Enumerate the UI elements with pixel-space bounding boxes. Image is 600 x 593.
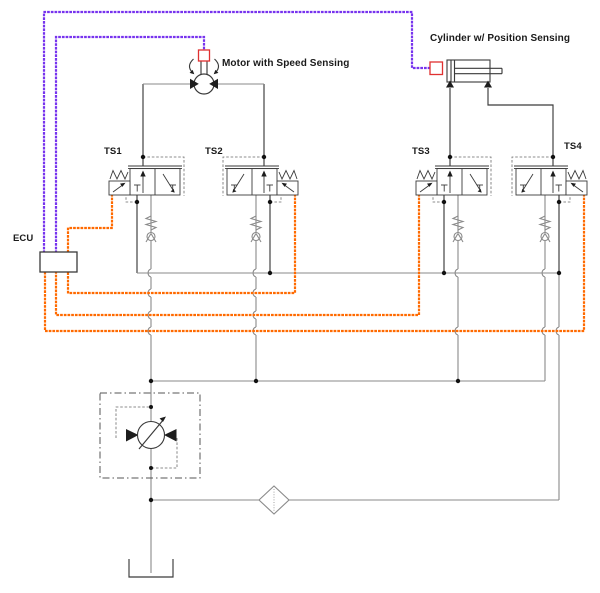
sensor-wires (42, 10, 431, 254)
cylinder-barrel (446, 59, 491, 83)
label-ts3: TS3 (412, 146, 430, 157)
variable-arrow-icon (138, 418, 165, 450)
flow-arrow-icon (126, 429, 139, 442)
label-ts4: TS4 (564, 141, 582, 152)
check-valves (145, 215, 551, 243)
label-cylinder: Cylinder w/ Position Sensing (430, 33, 571, 44)
rotation-arrow-left-icon (188, 58, 194, 73)
port-arrow-icon (446, 80, 454, 88)
ecu-control-wires (43, 193, 586, 333)
label-ts1: TS1 (104, 146, 122, 157)
valve-ts3 (415, 156, 492, 203)
label-motor: Motor with Speed Sensing (222, 58, 350, 69)
pump-enclosure (99, 392, 201, 479)
motor-assembly (188, 49, 220, 95)
wire-ecu-ts2 (66, 193, 297, 295)
label-ecu: ECU (13, 233, 34, 244)
label-ts2: TS2 (205, 146, 223, 157)
pump-assembly (99, 392, 201, 479)
filter-symbol (258, 485, 290, 515)
rotation-arrow-right-icon (214, 58, 220, 73)
flow-arrow-icon (164, 429, 177, 442)
valve-ts2 (222, 156, 299, 203)
wire-ecu-position-sensor (42, 10, 431, 254)
hydraulic-buses (137, 83, 559, 501)
ecu-block (39, 251, 78, 273)
wire-ecu-speed-sensor (54, 35, 206, 254)
flow-arrow-icon (190, 78, 199, 89)
wire-ecu-ts1 (66, 193, 114, 254)
valve-ts1 (108, 156, 185, 203)
flow-arrow-icon (209, 78, 218, 89)
valve-ts4 (511, 156, 588, 203)
wire-ecu-ts3 (54, 193, 421, 317)
wire-ecu-ts4 (43, 193, 586, 333)
cylinder-assembly (429, 59, 503, 88)
crossing-gaps (149, 269, 561, 335)
tank-symbol (128, 559, 174, 578)
port-arrow-icon (484, 80, 492, 88)
junction-dots (134, 154, 562, 503)
position-sensor-box (429, 61, 444, 76)
speed-sensor-box (197, 49, 211, 62)
crossing-hops (147, 268, 560, 336)
